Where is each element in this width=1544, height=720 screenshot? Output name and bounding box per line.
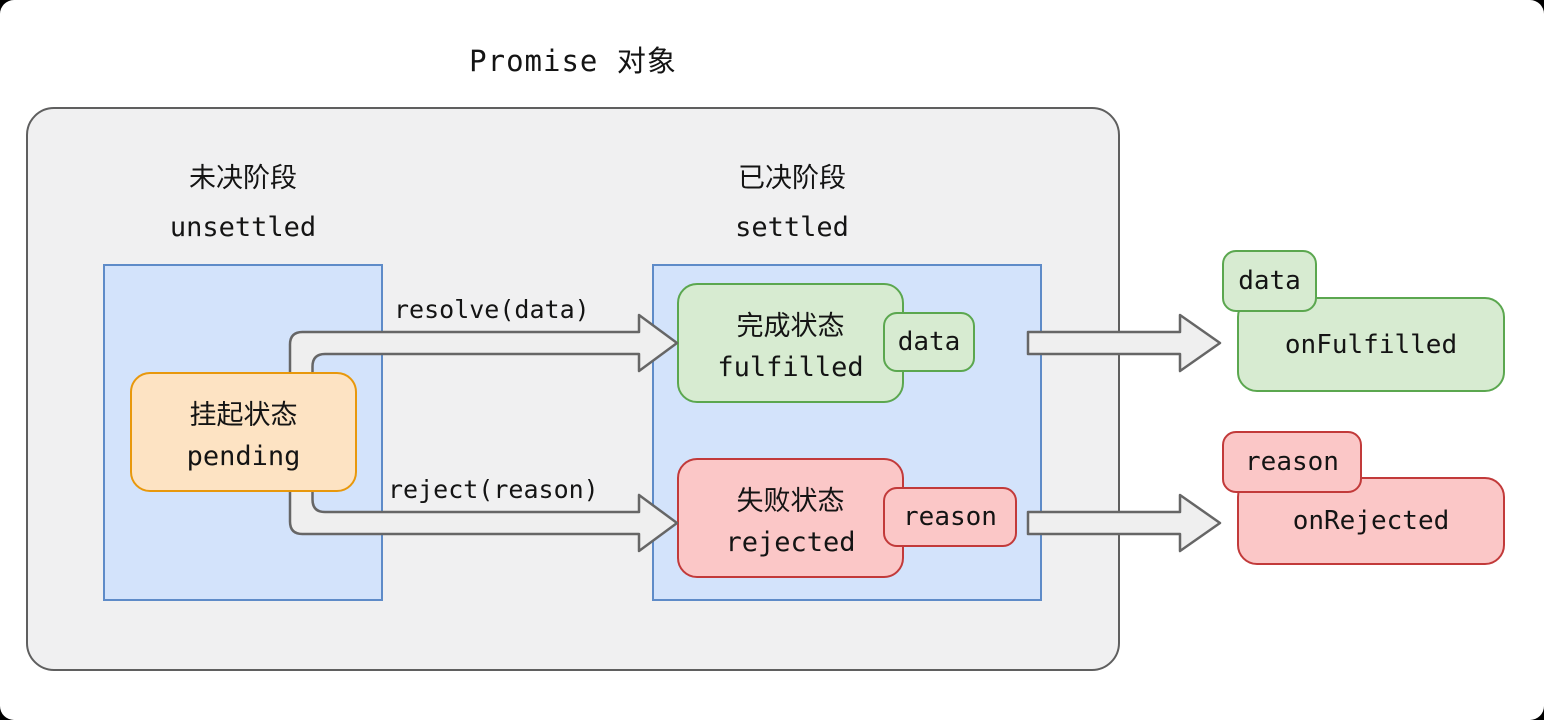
onrejected-payload-tag: reason	[1222, 431, 1362, 493]
stage-unsettled-zh: 未决阶段	[189, 163, 297, 194]
rejected-zh: 失败状态	[736, 485, 845, 517]
pending-state-box: 挂起状态 pending	[130, 372, 357, 492]
onfulfilled-handler-box: onFulfilled	[1237, 297, 1505, 392]
onfulfilled-payload-tag: data	[1222, 250, 1317, 312]
stage-settled-en: settled	[735, 212, 849, 243]
stage-label-settled: 已决阶段 settled	[652, 156, 932, 243]
onrejected-label: onRejected	[1292, 506, 1450, 536]
resolve-label: resolve(data)	[394, 295, 590, 324]
stage-unsettled-en: unsettled	[169, 212, 317, 243]
pending-en: pending	[186, 440, 301, 472]
fulfilled-state-box: 完成状态 fulfilled	[677, 283, 904, 403]
reject-label: reject(reason)	[388, 475, 599, 504]
rejected-state-box: 失败状态 rejected	[677, 458, 904, 578]
fulfilled-payload-tag: data	[883, 312, 975, 372]
onrejected-handler-box: onRejected	[1237, 477, 1505, 565]
rejected-en: rejected	[725, 526, 856, 558]
diagram-title: Promise 对象	[469, 44, 677, 78]
pending-zh: 挂起状态	[189, 399, 298, 431]
fulfilled-en: fulfilled	[717, 351, 864, 383]
onfulfilled-label: onFulfilled	[1284, 329, 1458, 360]
stage-label-unsettled: 未决阶段 unsettled	[103, 156, 383, 243]
fulfilled-zh: 完成状态	[736, 310, 845, 342]
stage-settled-zh: 已决阶段	[738, 163, 846, 194]
rejected-payload-tag: reason	[883, 487, 1017, 547]
